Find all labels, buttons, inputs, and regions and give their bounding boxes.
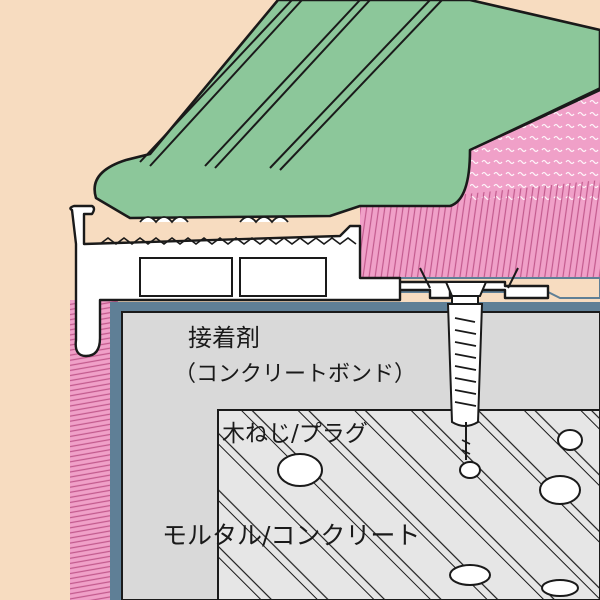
- tread-carpet-pile: [360, 180, 600, 290]
- floor-prongs: [419, 267, 519, 289]
- nosing-ridges: [139, 0, 600, 171]
- mortar-frame: [217, 409, 600, 600]
- mortar-concrete-label: モルタル/コンクリート: [162, 521, 421, 550]
- mortar-hatch-lines: [218, 410, 600, 600]
- screw-head: [444, 281, 488, 297]
- nosing-bumps: [139, 216, 289, 224]
- profile-chamber-right: [239, 257, 327, 297]
- aggregate-stones: [277, 429, 583, 597]
- profile-chamber-left: [139, 257, 233, 297]
- adhesive-sub-label: （コンクリートボンド）: [174, 362, 417, 387]
- profile-teeth: [99, 237, 357, 245]
- screw-plug-label: 木ねじ/プラグ: [222, 421, 368, 447]
- adhesive-label: 接着剤: [188, 324, 260, 352]
